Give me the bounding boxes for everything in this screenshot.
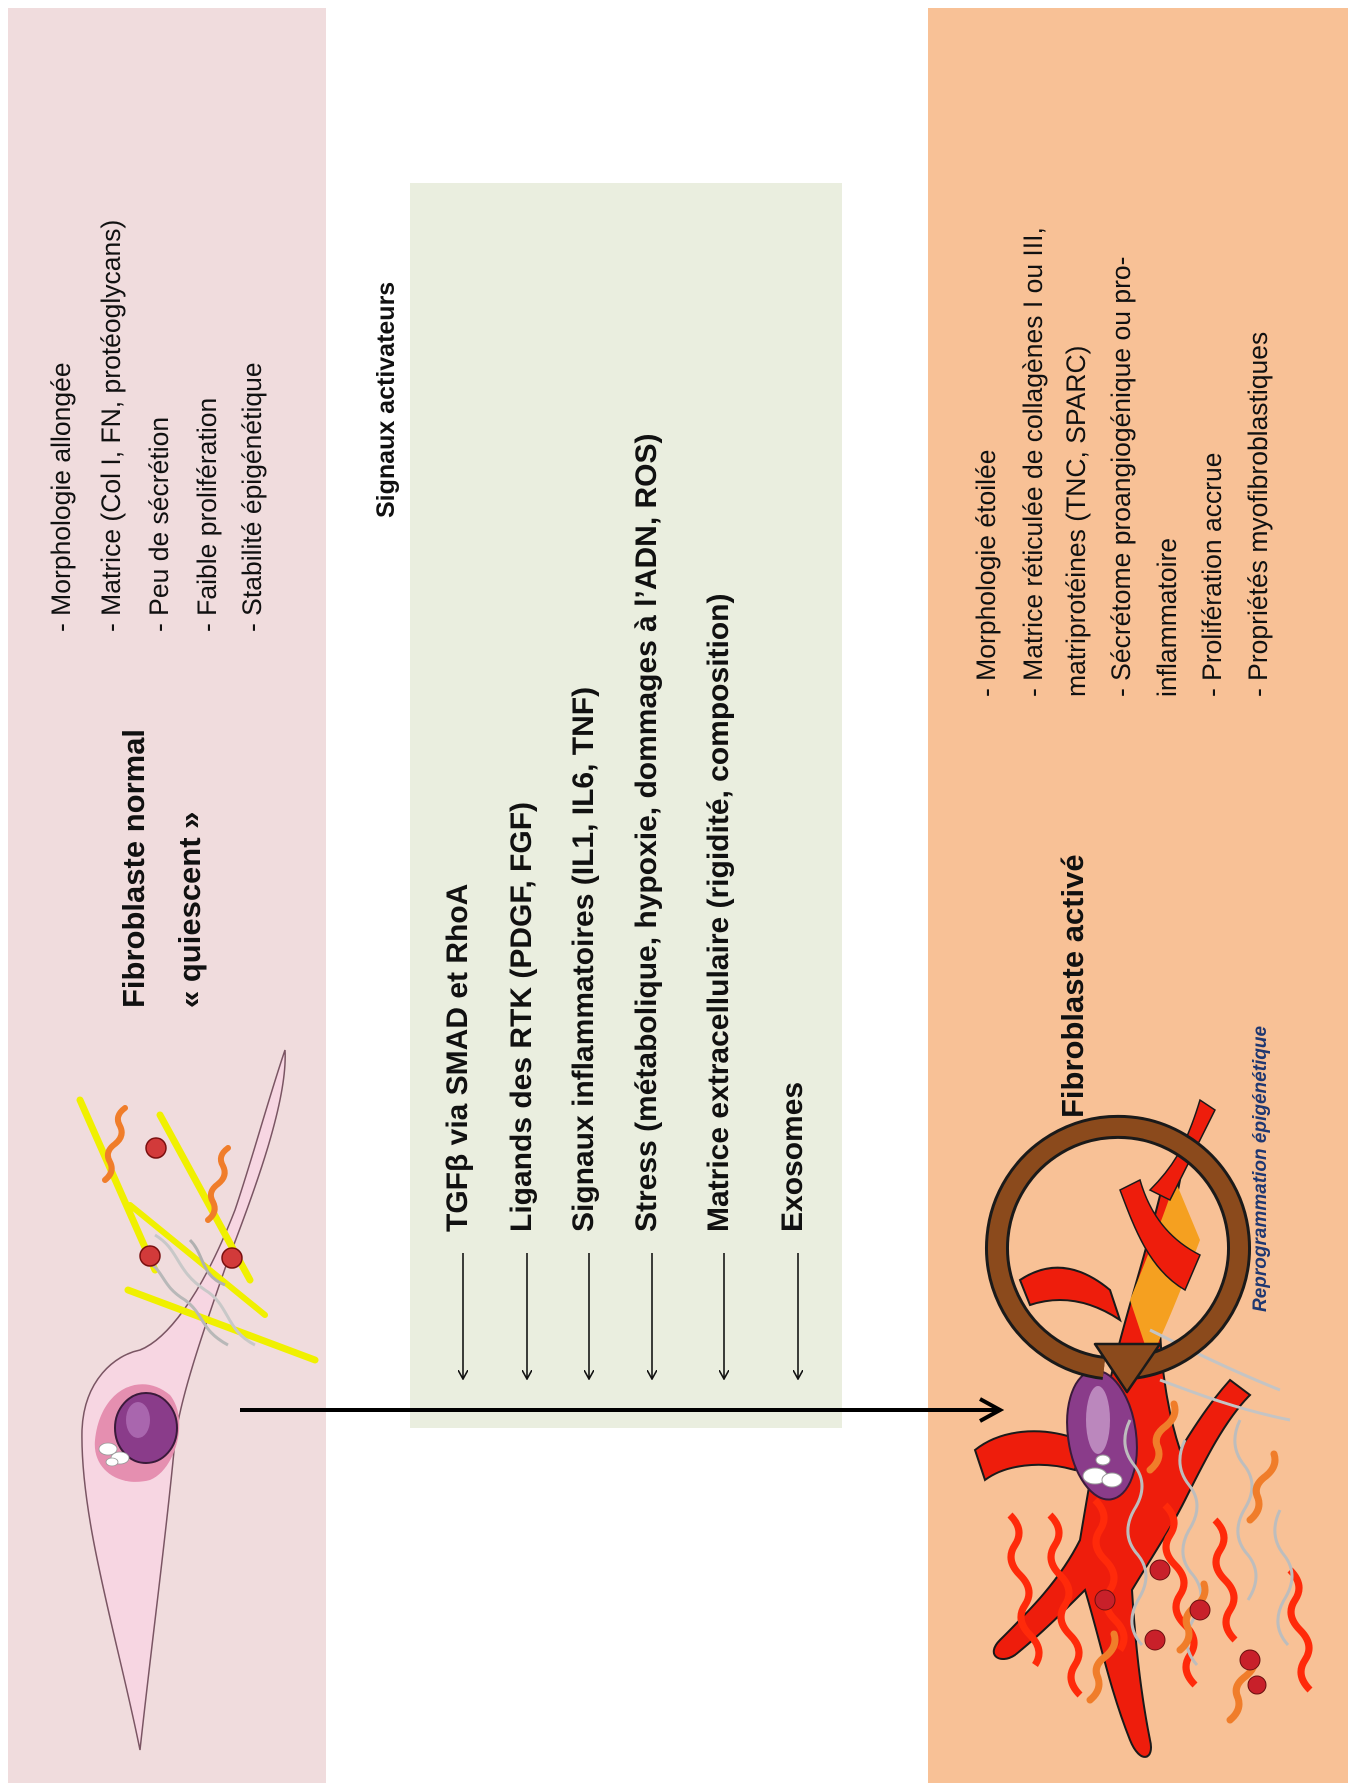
signal-item: TGFβ via SMAD et RhoA bbox=[441, 883, 474, 1232]
signals-box bbox=[410, 183, 842, 1428]
signals-header: Signaux activateurs bbox=[372, 281, 400, 518]
signal-item: Exosomes bbox=[776, 1081, 809, 1232]
activated-feature: - Matrice réticulée de collagènes I ou I… bbox=[1018, 227, 1048, 697]
signal-arrows bbox=[463, 1253, 798, 1378]
quiescent-feature: - Matrice (Col I, FN, protéoglycans) bbox=[96, 219, 126, 632]
reprogramming-cycle-arrow bbox=[985, 1114, 1251, 1394]
signal-item: Signaux inflammatoires (IL1, IL6, TNF) bbox=[567, 686, 600, 1232]
activated-feature: - Propriétés myofibroblastiques bbox=[1243, 331, 1273, 697]
activated-feature: - Prolifération accrue bbox=[1197, 452, 1227, 698]
signal-item: Stress (métabolique, hypoxie, dommages à… bbox=[630, 433, 663, 1232]
quiescent-feature: - Peu de sécrétion bbox=[144, 416, 174, 632]
activated-feature: - Sécrétome proangiogénique ou pro- bbox=[1106, 256, 1136, 697]
activated-feature: matriprotéines (TNC, SPARC) bbox=[1061, 345, 1091, 697]
activated-feature: - Morphologie étoilée bbox=[971, 449, 1001, 697]
cycle-label: Reprogrammation épigénétique bbox=[1250, 1025, 1271, 1312]
quiescent-feature: - Morphologie allongée bbox=[46, 362, 76, 632]
quiescent-feature: - Stabilité épigénétique bbox=[237, 362, 267, 632]
signal-item: Matrice extracellulaire (rigidité, compo… bbox=[702, 593, 735, 1233]
quiescent-title-line2: « quiescent » bbox=[172, 811, 207, 1008]
quiescent-title-line1: Fibroblaste normal bbox=[116, 728, 151, 1008]
activated-title: Fibroblaste activé bbox=[1055, 854, 1090, 1118]
quiescent-feature: - Faible prolifération bbox=[192, 397, 222, 632]
signal-item: Ligands des RTK (PDGF, FGF) bbox=[505, 801, 538, 1232]
quiescent-fibroblast-illustration bbox=[76, 1049, 319, 1751]
activated-feature: inflammatoire bbox=[1152, 537, 1182, 697]
